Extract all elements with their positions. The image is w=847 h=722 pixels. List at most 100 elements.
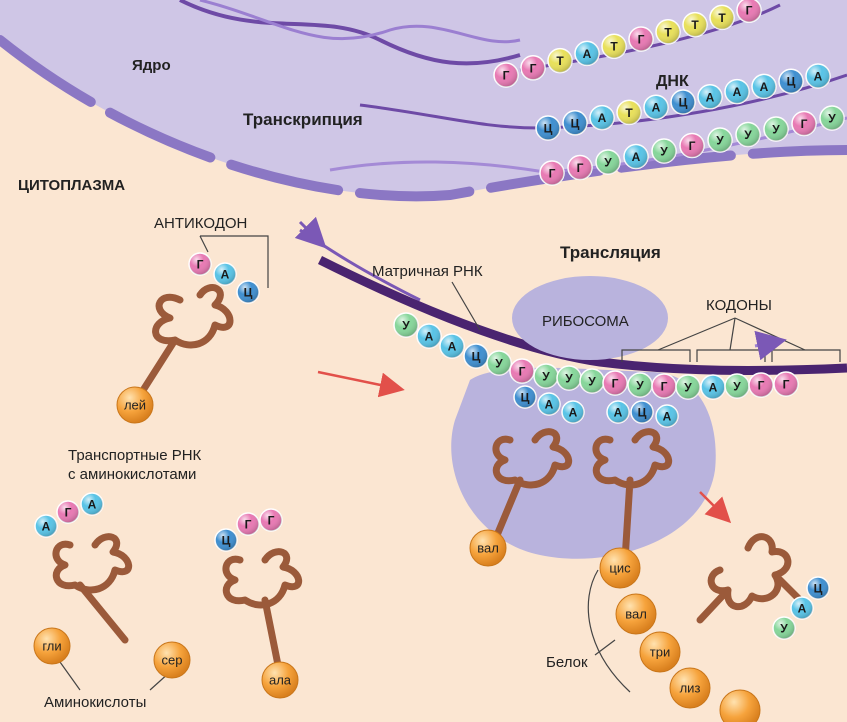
amino-acid-label: цис — [609, 561, 631, 576]
nucleotide-letter: А — [709, 381, 718, 395]
nucleotide-letter: Ц — [244, 286, 253, 300]
trna-label-line1: Транспортные РНК — [68, 447, 202, 464]
free-trna-amino-acid: ала — [261, 661, 299, 699]
nucleotide-letter: У — [588, 375, 596, 389]
protein-chain-amino-acid: цис — [599, 547, 641, 589]
rna-nucleotide: Г — [567, 154, 593, 181]
rna-nucleotide: У — [595, 149, 621, 175]
mrna-label-pointer — [451, 281, 481, 331]
mrna-nucleotide: Г — [651, 373, 677, 399]
dna-top-nucleotide: Т — [655, 19, 681, 45]
nucleotide-letter: А — [545, 398, 554, 412]
amino-acid-label: лиз — [680, 681, 701, 696]
dna-label: ДНК — [656, 73, 689, 90]
nucleotide-letter: Ц — [787, 75, 796, 89]
ribosome-trna-anticodon-nucleotide: А — [655, 404, 679, 428]
nucleotide-letter: А — [42, 520, 51, 534]
dna-middle-nucleotide: А — [724, 78, 750, 105]
dna-middle-nucleotide: А — [643, 94, 669, 120]
amino-acid-label: лей — [124, 398, 146, 413]
nucleotide-letter: Т — [610, 40, 618, 54]
mrna-nucleotide: Г — [602, 370, 628, 396]
amino-label-pointer-left — [59, 661, 81, 691]
mrna-nucleotide: У — [724, 373, 750, 399]
nucleotide-letter: У — [780, 622, 788, 636]
rna-nucleotide: У — [763, 116, 789, 142]
nucleotide-letter: Ц — [544, 122, 553, 136]
rna-nucleotide: Г — [539, 160, 565, 186]
nucleotide-letter: У — [716, 134, 724, 148]
nucleotide-letter: Г — [612, 377, 619, 391]
protein-bracket — [587, 569, 631, 693]
nucleotide-letter: У — [565, 372, 573, 386]
translation-label: Трансляция — [560, 243, 661, 262]
dna-middle-nucleotide: А — [697, 84, 723, 110]
flow-arrow-to-ribosome — [317, 370, 405, 398]
codon-direction-arrow — [754, 330, 787, 361]
nucleotide-letter: А — [663, 410, 672, 424]
transport-arrow — [294, 216, 327, 249]
nucleotide-letter: У — [684, 381, 692, 395]
nucleotide-letter: А — [652, 101, 661, 115]
free-trna-anticodon-nucleotide: Ц — [236, 280, 260, 304]
nucleotide-letter: Т — [556, 54, 564, 68]
mrna-nucleotide: А — [416, 323, 442, 349]
ribosome-trna-anticodon-nucleotide: А — [606, 400, 630, 424]
mrna-nucleotide: Г — [748, 372, 774, 398]
nucleotide-letter: У — [660, 145, 668, 159]
protein-chain-amino-acid: лиз — [669, 667, 711, 709]
nucleotide-letter: А — [632, 150, 641, 164]
ribosome-trna-anticodon-nucleotide: А — [537, 392, 561, 416]
nucleotide-letter: Ц — [571, 116, 580, 130]
cytoplasm-label: ЦИТОПЛАЗМА — [18, 177, 125, 194]
rna-nucleotide: У — [707, 127, 733, 153]
nucleotide-letter: Г — [661, 380, 668, 394]
nucleotide-letter: У — [495, 357, 503, 371]
nucleotide-letter: Г — [530, 61, 537, 75]
leaving-trna-anticodon-nucleotide: Ц — [806, 576, 830, 600]
mrna-strand — [317, 255, 847, 375]
ribosome-trna-anticodon-nucleotide: А — [561, 400, 585, 424]
nucleotide-letter: Ц — [814, 582, 823, 596]
nucleotide-letter: Г — [746, 4, 753, 18]
anticodon-label: АНТИКОДОН — [154, 215, 247, 232]
nucleotide-letter: А — [425, 330, 434, 344]
anticodon-bracket — [199, 235, 269, 288]
nucleotide-letter: А — [583, 47, 592, 61]
mrna-nucleotide: У — [675, 374, 701, 400]
amino-acid-label: сер — [162, 653, 183, 668]
nucleotide-letter: Т — [691, 18, 699, 32]
free-trna-anticodon-nucleotide: Г — [259, 508, 283, 532]
leaving-trna-anticodon-nucleotide: А — [790, 596, 814, 620]
free-trna-anticodon-nucleotide: А — [34, 514, 58, 538]
free-amino-acid: гли — [33, 627, 71, 665]
rna-nucleotide: А — [623, 143, 649, 170]
dna-middle-nucleotide: Ц — [562, 110, 588, 136]
nucleotide-letter: Г — [638, 33, 645, 47]
nucleotide-letter: Г — [801, 117, 808, 131]
dna-top-nucleotide: Т — [709, 4, 735, 31]
free-amino-acid: сер — [153, 641, 191, 679]
nucleotide-letter: А — [814, 70, 823, 84]
nucleotide-letter: А — [598, 111, 607, 125]
dna-helix-strand-1 — [179, 0, 521, 66]
amino-acid-label: ала — [269, 673, 292, 688]
ribosome-trna-anticodon-nucleotide: Ц — [513, 385, 537, 409]
nucleotide-letter: А — [733, 85, 742, 99]
nucleotide-letter: У — [604, 156, 612, 170]
free-trna-anticodon-nucleotide: Г — [56, 500, 80, 524]
free-trna-anticodon-nucleotide: Г — [188, 252, 212, 276]
nucleotide-letter: У — [772, 123, 780, 137]
dna-top-nucleotide: Г — [520, 55, 546, 81]
nucleotide-letter: Ц — [472, 350, 481, 364]
dna-top-nucleotide: А — [574, 40, 600, 67]
amino-acid-label: гли — [42, 639, 61, 654]
dna-middle-nucleotide: Ц — [778, 68, 804, 94]
protein-chain-amino-acid — [719, 689, 761, 722]
transcription-label: Транскрипция — [243, 110, 363, 129]
nucleotide-letter: Г — [197, 258, 204, 272]
nucleotide-letter: У — [636, 379, 644, 393]
nucleotide-letter: Г — [268, 514, 275, 528]
dna-top-nucleotide: Г — [628, 26, 654, 52]
